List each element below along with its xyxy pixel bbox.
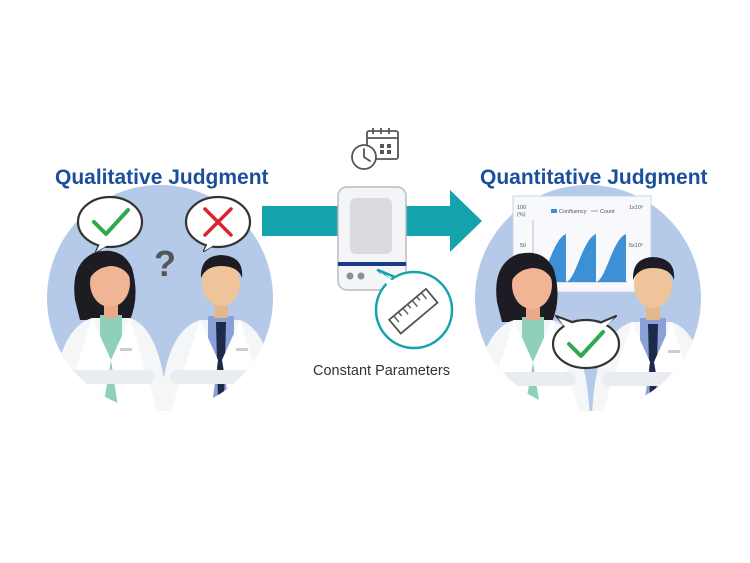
check-icon (92, 208, 130, 236)
cross-icon (203, 207, 233, 237)
question-mark-icon: ? (154, 243, 176, 284)
check-bubble-left (76, 195, 144, 254)
ruler-bubble (374, 268, 454, 350)
quantitative-judgment-title: Quantitative Judgment (480, 166, 708, 189)
legend-count: Count (600, 209, 615, 215)
y-tick-100: 100 (517, 205, 526, 211)
y-tick-50: 50 (520, 243, 526, 249)
calendar-clock-icon (351, 128, 399, 170)
check-bubble-right (551, 314, 621, 370)
center-process (262, 128, 482, 350)
growth-curve-1 (536, 234, 566, 282)
cross-bubble-left (184, 195, 252, 253)
growth-curve-2 (566, 234, 596, 282)
constant-parameters-caption: Constant Parameters (313, 363, 451, 379)
cell-imaging-device-icon (337, 186, 407, 291)
y-tick-right-top: 1x10⁶ (629, 204, 643, 211)
legend-confluency-swatch (551, 209, 557, 213)
y-tick-right-mid: 5x10⁵ (629, 242, 643, 249)
qualitative-judgment-title: Qualitative Judgment (55, 166, 269, 189)
right-scene: 100 (%) 50 1x10⁶ 5x10⁵ Confluency Count (475, 185, 701, 411)
legend-confluency: Confluency (559, 209, 587, 215)
y-unit-label: (%) (517, 212, 526, 218)
left-scene: ? (47, 185, 273, 411)
check-icon (567, 330, 605, 358)
growth-curve-3 (596, 234, 626, 282)
ruler-icon (387, 287, 439, 335)
